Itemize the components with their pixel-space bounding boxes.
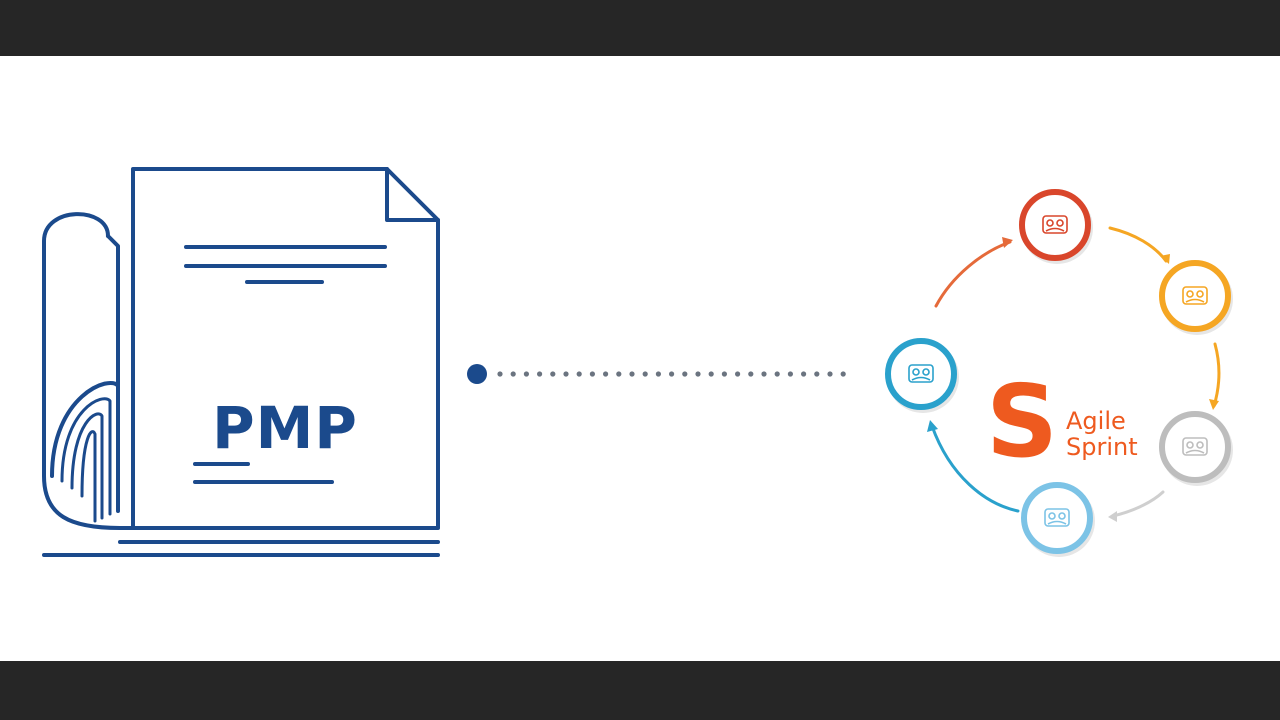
- scroll-curl: [42, 212, 134, 530]
- connector-dot: [721, 371, 728, 377]
- team-icon: [1042, 215, 1068, 234]
- connector-dot: [603, 371, 609, 377]
- handshake-icon: [1182, 437, 1208, 456]
- cycle-node: [1021, 482, 1095, 557]
- connector-dot: [629, 371, 635, 377]
- agile-label-line1: Agile: [1066, 407, 1126, 435]
- cycle-node: [1019, 189, 1093, 264]
- connector-dot: [537, 371, 543, 377]
- connector-dot: [655, 371, 662, 377]
- connector-dot: [576, 371, 582, 377]
- connector-dot: [787, 371, 794, 377]
- agile-label-line2: Sprint: [1066, 433, 1138, 461]
- cycle-nodes: [885, 189, 1233, 557]
- cycle-node: [1159, 411, 1233, 486]
- cycle-node-ring: [1021, 482, 1093, 554]
- connector-dot: [563, 371, 569, 377]
- connector-dot: [682, 371, 688, 377]
- pmp-document-icon: [42, 167, 440, 557]
- cycle-node-ring: [1159, 411, 1231, 483]
- connector-dot: [589, 371, 596, 377]
- connector-dot: [840, 371, 846, 377]
- connector-dot: [735, 371, 741, 377]
- connector-dot: [827, 371, 833, 377]
- cycle-node-ring: [885, 338, 957, 410]
- tools-icon: [1182, 286, 1208, 305]
- cycle-arrows: [927, 226, 1221, 522]
- connector-dot: [801, 371, 807, 377]
- connector-start-dot: [467, 364, 487, 384]
- diagram-stage: PMP S Agile Sprint: [0, 56, 1280, 661]
- connector-dot: [550, 371, 556, 377]
- connector-dot: [748, 371, 754, 377]
- dotted-connector: [467, 364, 846, 384]
- board-icon: [908, 364, 934, 383]
- connector-dot: [695, 371, 701, 377]
- connector-dot: [616, 371, 622, 377]
- pmp-label: PMP: [212, 394, 358, 462]
- connector-dot: [814, 371, 820, 377]
- cycle-node-ring: [1159, 260, 1231, 332]
- cycle-node: [885, 338, 959, 413]
- connector-dot: [708, 371, 714, 377]
- connector-dot: [761, 371, 767, 377]
- connector-dot: [774, 371, 780, 377]
- page-outline: [131, 167, 440, 530]
- connector-dot: [497, 371, 503, 377]
- page-fold: [385, 167, 440, 222]
- connector-dot: [669, 371, 675, 377]
- connector-dot: [510, 371, 516, 377]
- agile-sprint-label: Agile Sprint: [1066, 408, 1138, 460]
- cycle-node-ring: [1019, 189, 1091, 261]
- people-icon: [1044, 508, 1070, 527]
- connector-dot: [523, 371, 530, 377]
- connector-dot: [642, 371, 648, 377]
- agile-logo-letter: S: [985, 363, 1059, 480]
- diagram-canvas: [42, 167, 1233, 557]
- cycle-node: [1159, 260, 1233, 335]
